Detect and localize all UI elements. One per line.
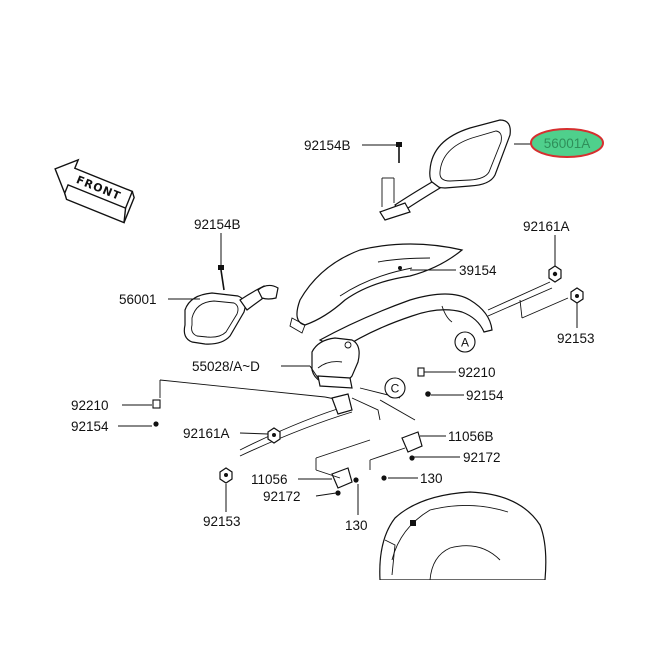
callout-labels: 92154B 92154B 92161A 39154 56001 92153 5… xyxy=(71,138,595,533)
callout-92153-bottom[interactable]: 92153 xyxy=(203,514,241,529)
callout-92172-left[interactable]: 92172 xyxy=(263,489,301,504)
svg-text:C: C xyxy=(391,382,400,396)
callout-130-left[interactable]: 130 xyxy=(345,518,368,533)
callout-92210-right[interactable]: 92210 xyxy=(458,365,496,380)
leader-lines xyxy=(118,143,578,515)
callout-39154[interactable]: 39154 xyxy=(459,263,497,278)
screw-130-left xyxy=(353,477,359,483)
mirror-right-part xyxy=(379,119,511,221)
bolt-92154-left xyxy=(153,421,159,427)
diagram-bottom-mask xyxy=(0,580,660,660)
callout-11056[interactable]: 11056 xyxy=(251,472,288,487)
clip-92210-right xyxy=(417,367,425,377)
lower-bracket-assembly xyxy=(159,379,423,489)
reference-mark-c: C xyxy=(384,377,406,399)
bolt-92154b-right xyxy=(396,142,402,163)
reference-mark-a: A xyxy=(454,331,476,353)
callout-92153-right[interactable]: 92153 xyxy=(557,331,595,346)
callout-92154b-right[interactable]: 92154B xyxy=(304,138,351,153)
callout-56001[interactable]: 56001 xyxy=(119,292,157,307)
svg-text:A: A xyxy=(461,336,469,350)
callout-55028[interactable]: 55028/A~D xyxy=(192,359,260,374)
bolt-92154-right xyxy=(425,391,431,397)
stay-rod-right xyxy=(487,281,569,319)
upper-fairing-part xyxy=(379,491,547,581)
bolt-92154b-left xyxy=(218,265,225,291)
callout-92154-left[interactable]: 92154 xyxy=(71,419,109,434)
bolt-92153-right xyxy=(570,287,584,304)
nut-92161a-top xyxy=(548,265,562,283)
front-direction-arrow: FRONT xyxy=(54,158,135,224)
callout-130-right[interactable]: 130 xyxy=(420,471,443,486)
callout-11056b[interactable]: 11056B xyxy=(448,429,494,444)
clip-92210-left xyxy=(152,399,161,409)
callout-92154b-left[interactable]: 92154B xyxy=(194,217,241,232)
callout-92154-right[interactable]: 92154 xyxy=(466,388,504,403)
bracket-cover-part xyxy=(289,243,464,334)
mirror-left-part xyxy=(183,284,279,345)
nut-92161a-mid xyxy=(267,427,281,444)
highlighted-callout-56001a[interactable]: 56001A xyxy=(530,128,604,158)
callout-92161a-mid[interactable]: 92161A xyxy=(183,426,230,441)
callout-92172-right[interactable]: 92172 xyxy=(463,450,501,465)
collar-92172-right xyxy=(409,455,415,461)
mirror-stay-part xyxy=(311,293,493,389)
svg-text:56001A: 56001A xyxy=(544,136,591,151)
collar-92172-left xyxy=(335,490,341,496)
callout-92161a-top[interactable]: 92161A xyxy=(523,219,570,234)
bolt-92153-bottom xyxy=(219,467,233,484)
screw-130-right xyxy=(381,475,387,481)
callout-92210-left[interactable]: 92210 xyxy=(71,398,109,413)
